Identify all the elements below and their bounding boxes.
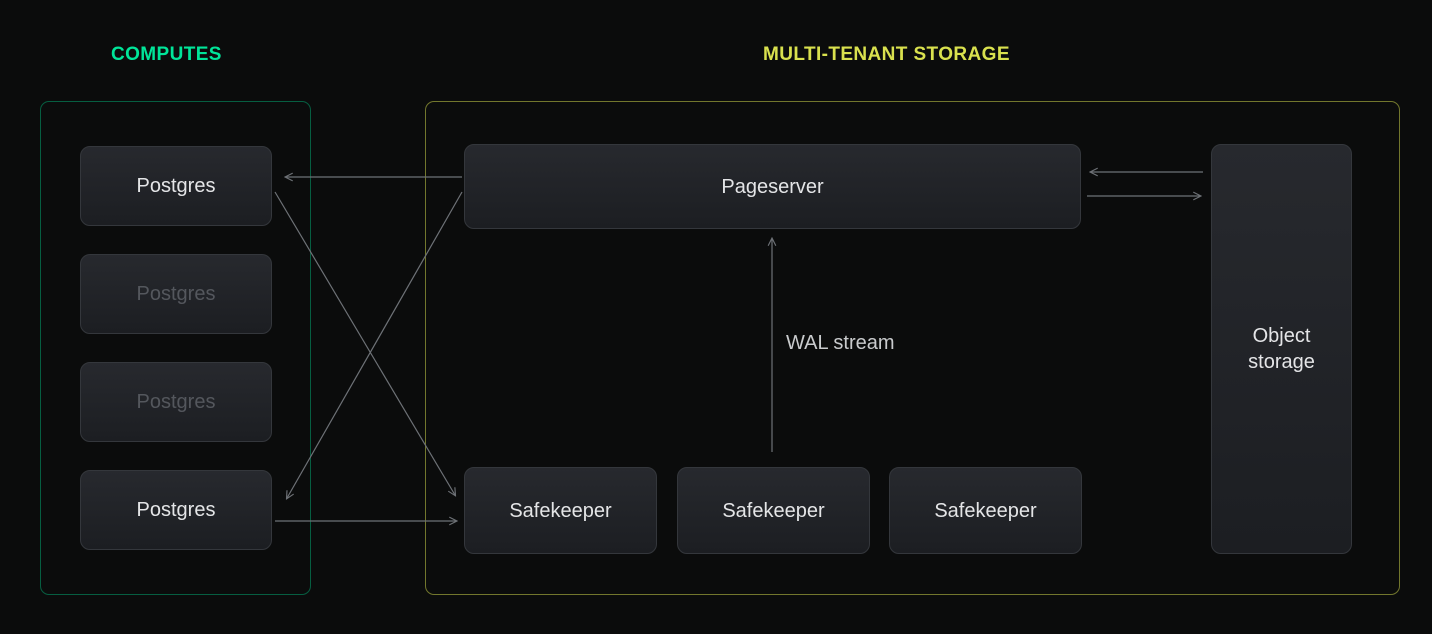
postgres-label: Postgres	[136, 175, 216, 197]
safekeeper-label: Safekeeper	[934, 499, 1037, 522]
pageserver-label: Pageserver	[721, 175, 824, 198]
postgres-node: Postgres	[80, 254, 272, 334]
safekeeper-node: Safekeeper	[464, 467, 657, 554]
postgres-node: Postgres	[80, 470, 272, 550]
safekeeper-label: Safekeeper	[509, 499, 612, 522]
safekeeper-node: Safekeeper	[677, 467, 870, 554]
postgres-node: Postgres	[80, 362, 272, 442]
computes-panel: Postgres Postgres Postgres Postgres	[40, 101, 311, 595]
safekeeper-label: Safekeeper	[722, 499, 825, 522]
postgres-node: Postgres	[80, 146, 272, 226]
postgres-label: Postgres	[136, 283, 216, 305]
object-storage-label: Object storage	[1248, 325, 1315, 373]
pageserver-node: Pageserver	[464, 144, 1081, 229]
computes-heading: COMPUTES	[111, 44, 222, 65]
postgres-label: Postgres	[136, 391, 216, 413]
postgres-label: Postgres	[136, 499, 216, 521]
storage-heading: MULTI-TENANT STORAGE	[763, 44, 1010, 65]
wal-stream-label: WAL stream	[786, 332, 895, 354]
storage-panel: Pageserver Safekeeper Safekeeper Safekee…	[425, 101, 1400, 595]
object-storage-node: Object storage	[1211, 144, 1352, 554]
safekeeper-node: Safekeeper	[889, 467, 1082, 554]
